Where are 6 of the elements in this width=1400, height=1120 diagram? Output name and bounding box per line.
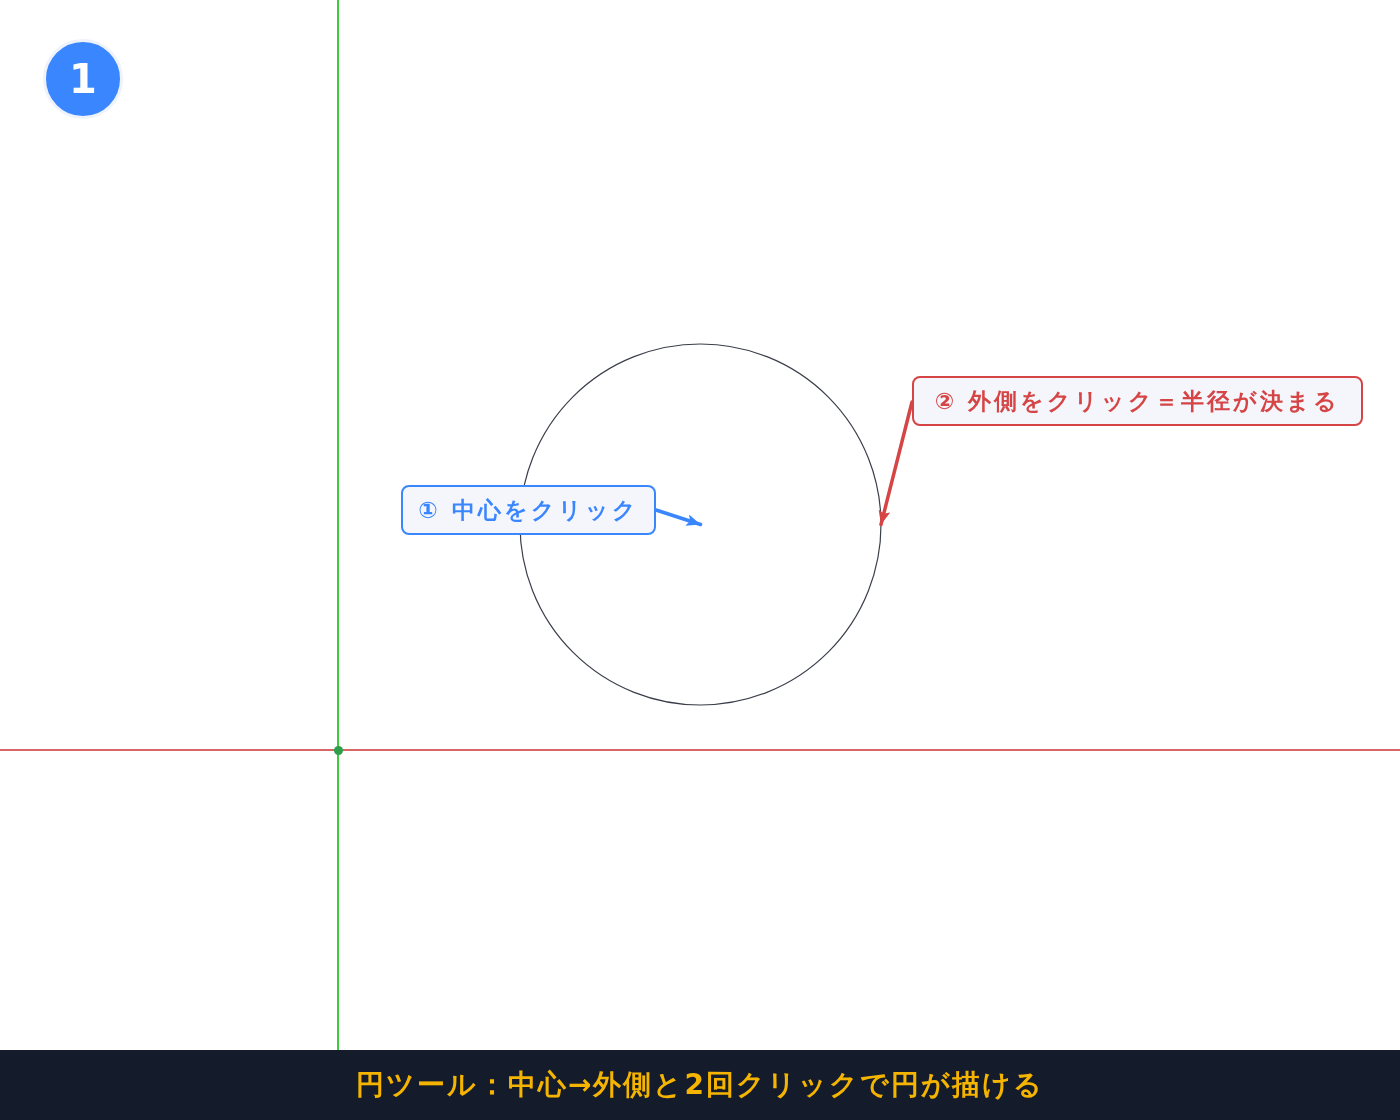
callout-box: ① 中心をクリック [401, 485, 656, 535]
leader-arrow [878, 400, 914, 527]
leader-arrow [654, 508, 703, 527]
callout-box: ② 外側をクリック＝半径が決まる [912, 376, 1363, 426]
caption-bar: 円ツール：中心→外側と2回クリックで円が描ける [0, 1050, 1400, 1120]
step-number-badge: 1 [43, 39, 123, 119]
